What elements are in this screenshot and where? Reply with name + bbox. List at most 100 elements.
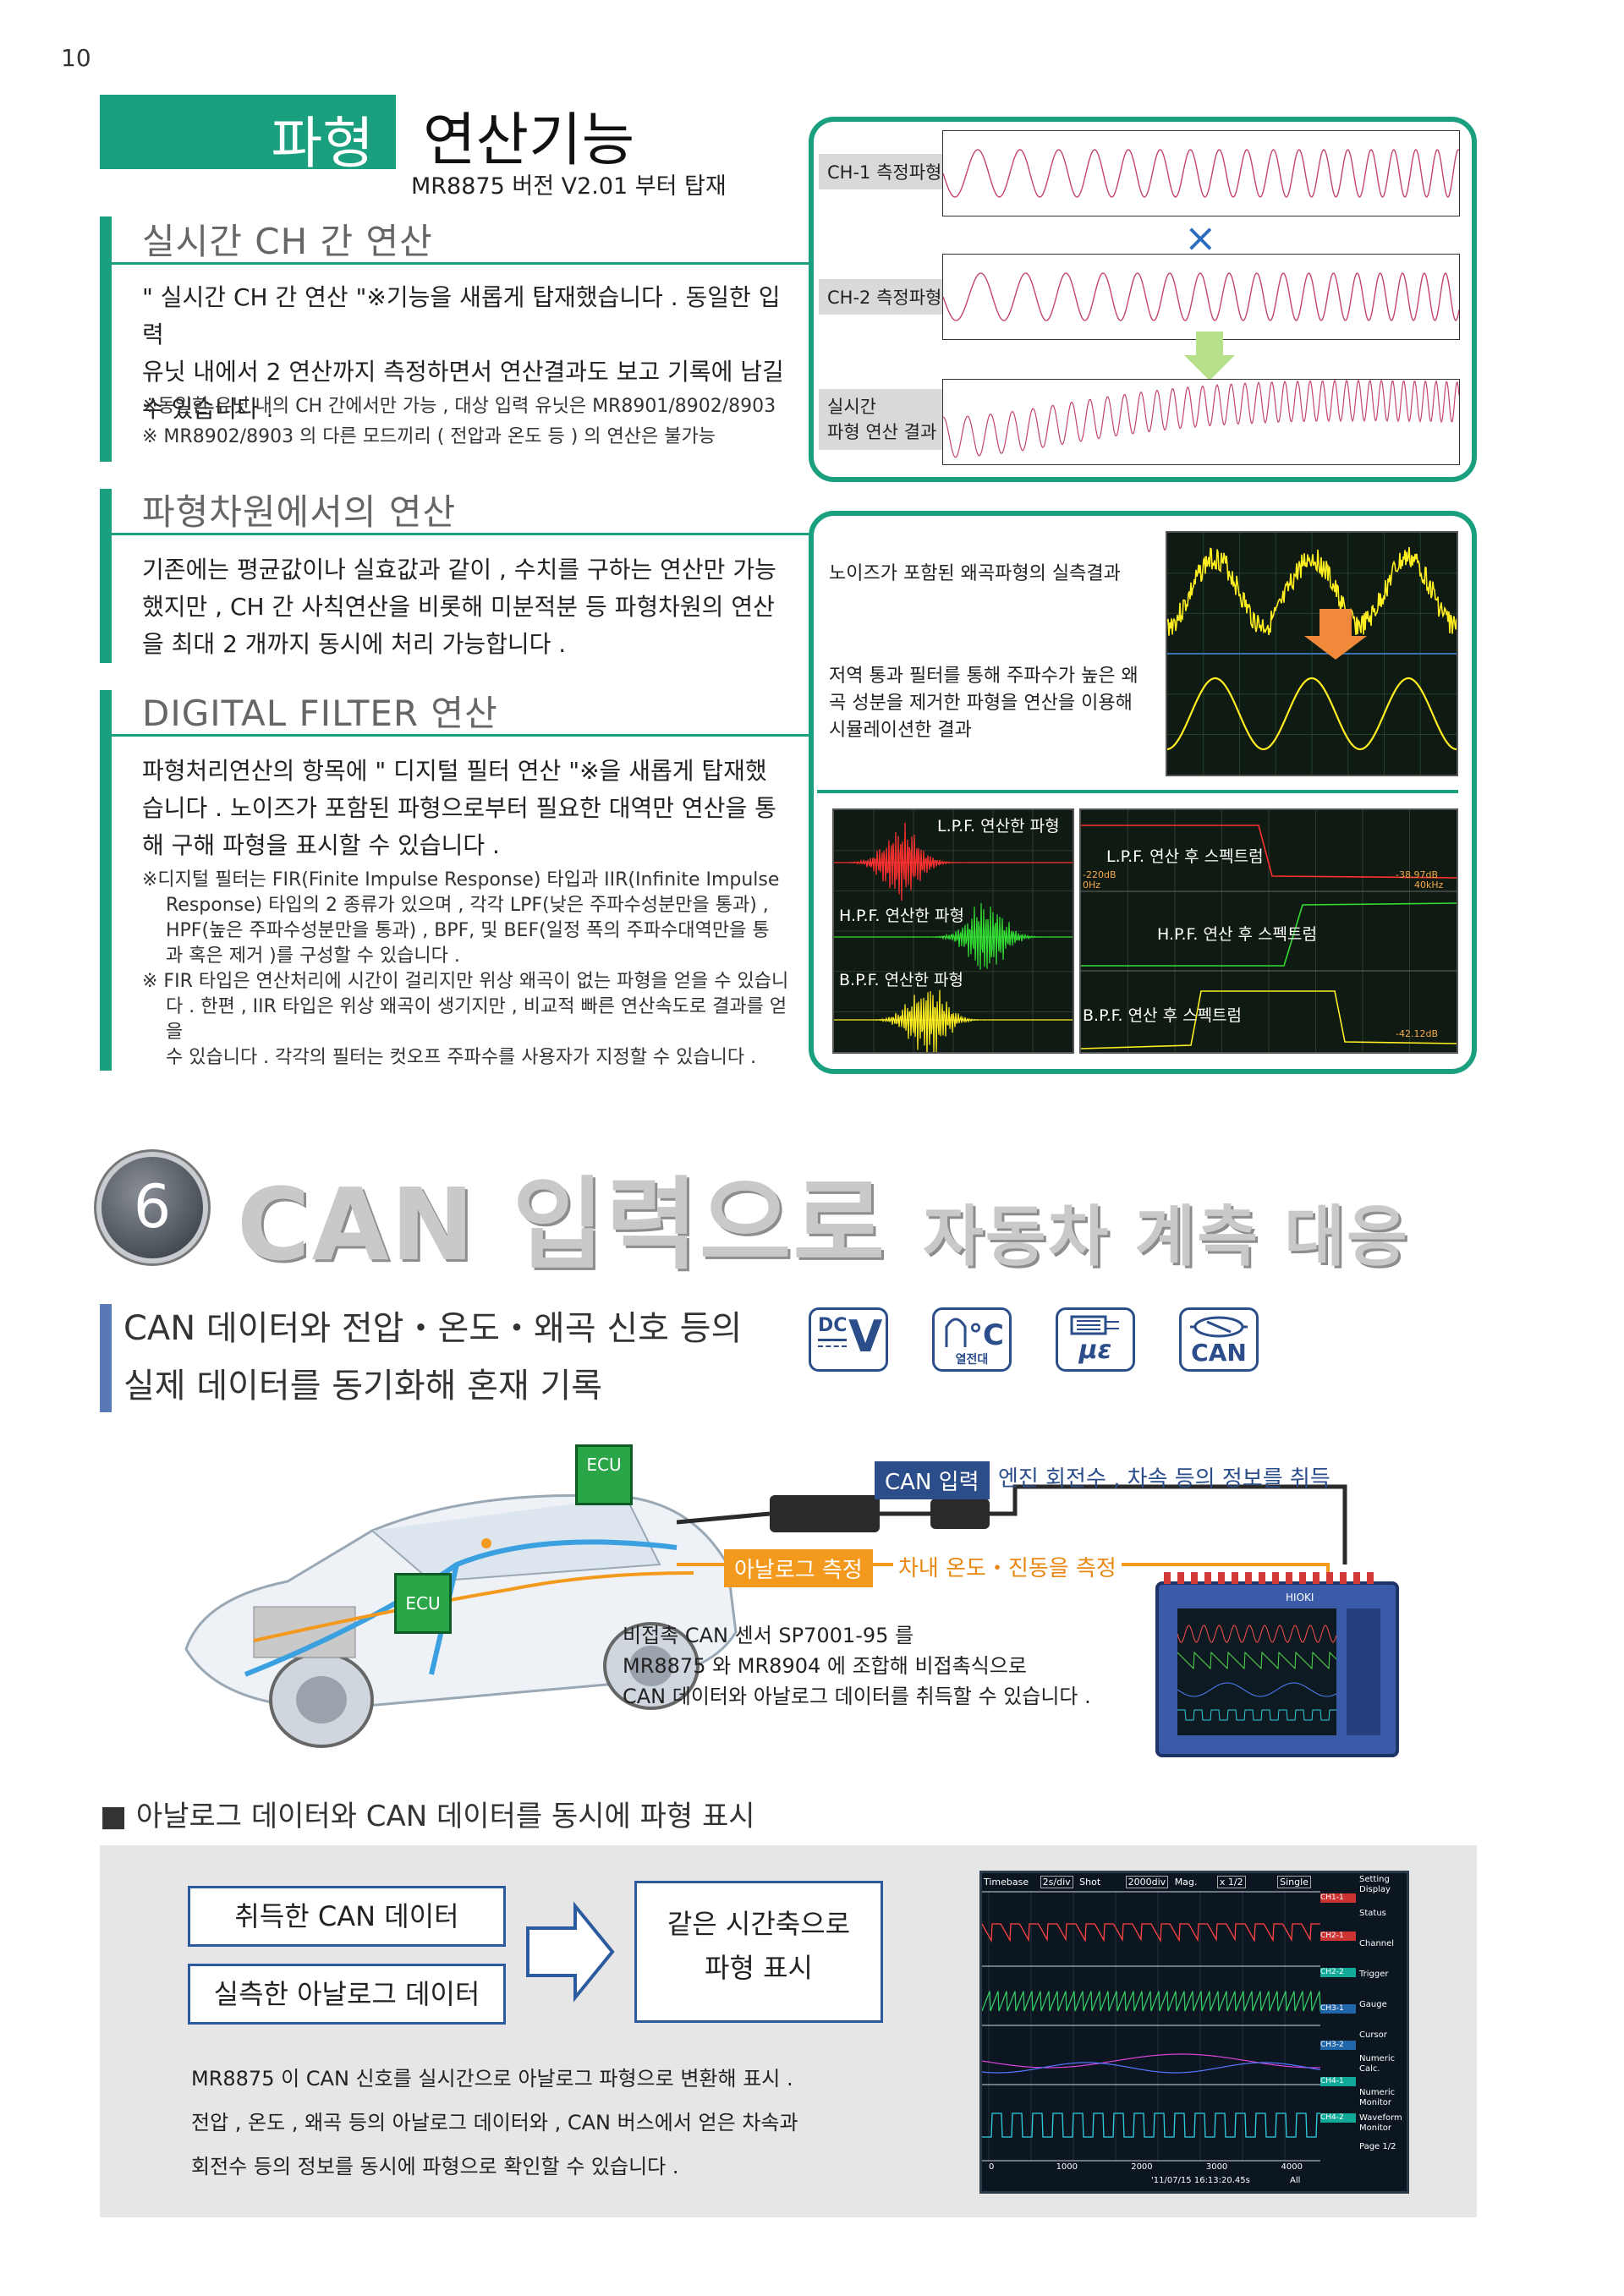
input-terminal (1191, 1572, 1198, 1584)
hpf-spectrum (1081, 902, 1457, 967)
input-terminal (1313, 1572, 1320, 1584)
screen-top-bar: Timebase 2s/div Shot 2000div Mag. x 1/2 … (984, 1876, 1311, 1888)
hpf-wave-label: H.P.F. 연산한 파형 (839, 907, 964, 925)
filter-waveform-screen: L.P.F. 연산한 파형 H.P.F. 연산한 파형 B.P.F. 연산한 파… (832, 808, 1074, 1054)
analog-trace (982, 2053, 1321, 2069)
ch1-label: CH-1 측정파형 (819, 154, 951, 189)
section-bar (100, 1304, 112, 1412)
input-terminal (1164, 1572, 1171, 1584)
page-title: 연산기능 (423, 107, 635, 174)
bpf-trace (834, 989, 1073, 1052)
title-highlight-box: 파형 (100, 95, 396, 176)
noise-caption: 노이즈가 포함된 왜곡파형의 실측결과 (829, 563, 1121, 584)
result-waveform (942, 379, 1460, 465)
bpf-wave-label: B.P.F. 연산한 파형 (839, 971, 964, 989)
hpf-trace (834, 902, 1073, 970)
sec3-heading: DIGITAL FILTER 연산 (142, 693, 498, 734)
title-subtitle: MR8875 버전 V2.01 부터 탑재 (411, 173, 727, 200)
can-data-box: 취득한 CAN 데이터 (188, 1886, 506, 1947)
can-subtitle-2: 실제 데이터를 동기화해 혼재 기록 (123, 1367, 603, 1406)
sec7-heading: ■ 아날로그 데이터와 CAN 데이터를 동시에 파형 표시 (100, 1800, 755, 1833)
section-bar (100, 262, 112, 462)
can-icon: CAN (1179, 1307, 1259, 1372)
device-brand: HIOKI (1286, 1592, 1314, 1603)
analog-note: 차내 온도・진동을 측정 (893, 1551, 1122, 1582)
section-bar (100, 216, 112, 269)
lpf-spectrum-label: L.P.F. 연산 후 스펙트럼 (1106, 847, 1264, 866)
screen-axis: 0 1000 2000 3000 4000 (989, 2162, 1303, 2172)
filtered-trace (1167, 677, 1457, 751)
device-trace (1177, 1651, 1337, 1670)
result-trace (943, 380, 1459, 458)
section-bar (100, 489, 112, 663)
screen-all: All (1290, 2176, 1301, 2185)
lpf-wave-label: L.P.F. 연산한 파형 (937, 817, 1060, 836)
input-terminal (1367, 1572, 1374, 1584)
ch1-waveform (942, 130, 1460, 216)
input-terminal (1259, 1572, 1265, 1584)
right-arrow-icon (524, 1901, 617, 2003)
input-terminal (1326, 1572, 1333, 1584)
hpf-spectrum-label: H.P.F. 연산 후 스펙트럼 (1157, 925, 1317, 944)
input-terminal (1218, 1572, 1225, 1584)
screen-time: '11/07/15 16:13:20.45s (1151, 2176, 1250, 2185)
input-terminal (1272, 1572, 1279, 1584)
spec-db-label: -220dB (1083, 869, 1116, 880)
noisy-trace (1167, 546, 1457, 636)
input-terminal (1353, 1572, 1360, 1584)
device-terminals (1155, 1571, 1392, 1584)
mr8875-device: HIOKI (1155, 1581, 1399, 1757)
device-trace (1177, 1682, 1337, 1697)
sec1-heading: 실시간 CH 간 연산 (142, 221, 433, 262)
section-number-badge: 6 (102, 1157, 203, 1258)
device-trace (1177, 1709, 1336, 1721)
section-bar (100, 690, 112, 1071)
device-trace (1177, 1625, 1337, 1643)
car-illustration (152, 1438, 744, 1759)
page-number: 10 (61, 44, 91, 72)
analog-tag: 아날로그 측정 (724, 1549, 873, 1587)
can-input-tag: CAN 입력 (875, 1461, 990, 1499)
ecu-box-2: ECU (394, 1573, 452, 1634)
spectrum-screen: L.P.F. 연산 후 스펙트럼 H.P.F. 연산 후 스펙트럼 B.P.F.… (1079, 808, 1458, 1054)
spec-db-right: -38.97dB (1396, 869, 1438, 880)
can-speed-trace (982, 1923, 1320, 1943)
input-terminal (1340, 1572, 1347, 1584)
section6-title: CAN 입력으로 자동차 계측 대응 (237, 1166, 1409, 1283)
divider (100, 533, 810, 535)
divider (100, 262, 810, 265)
input-terminal (1177, 1572, 1184, 1584)
input-terminal (1204, 1572, 1211, 1584)
dcv-icon: DC V (809, 1307, 888, 1372)
bpf-spectrum (1081, 990, 1457, 1049)
filter-scope-screen (1166, 531, 1458, 776)
ch2-label: CH-2 측정파형 (819, 279, 951, 315)
screen-menu: Setting Display Status Channel Trigger G… (1359, 1875, 1402, 2151)
screen-channel-tags: CH1-1 CH2-1 CH2-2 CH3-1 CH3-2 CH4-1 CH4-… (1320, 1893, 1356, 2123)
waveform-display-screen: Timebase 2s/div Shot 2000div Mag. x 1/2 … (979, 1871, 1409, 2194)
down-arrow-icon (1304, 609, 1367, 660)
input-terminal (1286, 1572, 1292, 1584)
pulse-trace (982, 2112, 1320, 2138)
analog-data-box: 실측한 아날로그 데이터 (188, 1964, 506, 2025)
times-icon: × (1184, 215, 1217, 260)
analog-trace (982, 2062, 1321, 2074)
divider (817, 790, 1458, 793)
spec-db-right-bpf: -42.12dB (1396, 1028, 1438, 1039)
lpf-spectrum (1081, 825, 1457, 879)
divider (100, 734, 810, 737)
bpf-spectrum-label: B.P.F. 연산 후 스펙트럼 (1083, 1006, 1243, 1025)
lpf-trace (834, 822, 1073, 901)
down-arrow-icon (1184, 332, 1235, 382)
input-terminal (1232, 1572, 1238, 1584)
device-screen (1177, 1608, 1337, 1735)
sec3-notes: ※디지털 필터는 FIR(Finite Impulse Response) 타입… (142, 869, 789, 1068)
can-subtitle-1: CAN 데이터와 전압・온도・왜곡 신호 등의 (123, 1309, 743, 1348)
sec2-heading: 파형차원에서의 연산 (142, 491, 457, 533)
